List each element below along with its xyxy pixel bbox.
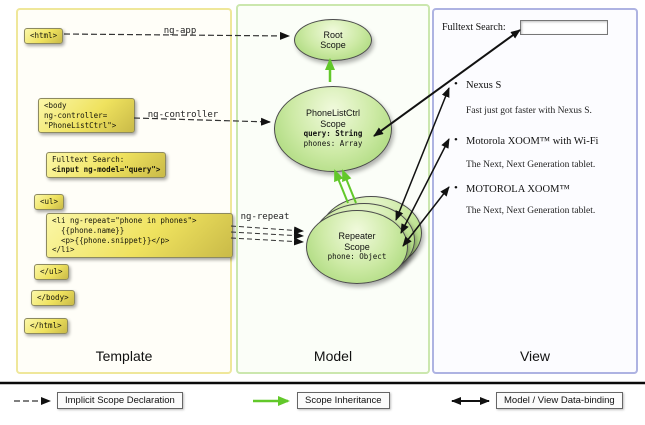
code-body-close: </body> — [31, 290, 75, 306]
view-item-title: Motorola XOOM™ with Wi-Fi — [466, 136, 599, 147]
ng-app-label: ng-app — [163, 26, 197, 36]
view-item-desc: The Next, Next Generation tablet. — [466, 160, 596, 170]
root-scope-title: Root Scope — [320, 29, 346, 50]
ng-controller-label: ng-controller — [147, 110, 219, 120]
view-panel: Fulltext Search: • Nexus S Fast just got… — [432, 8, 638, 374]
code-ul-close: </ul> — [34, 264, 69, 280]
code-fulltext-label: Fulltext Search: — [52, 155, 125, 164]
code-body-open: <body ng-controller= "PhoneListCtrl"> — [38, 98, 135, 134]
view-item-desc: Fast just got faster with Nexus S. — [466, 106, 592, 116]
view-item-title: MOTOROLA XOOM™ — [466, 184, 570, 195]
code-li-ng-repeat: <li ng-repeat="phone in phones"> {{phone… — [46, 213, 233, 258]
legend-implicit-scope-label: Implicit Scope Declaration — [57, 392, 183, 409]
repeater-phone-prop: phone: Object — [327, 252, 387, 262]
view-search-label: Fulltext Search: — [442, 22, 506, 33]
ng-repeat-label: ng-repeat — [240, 212, 290, 222]
code-html-open: <html> — [24, 28, 64, 44]
code-fulltext-input: Fulltext Search: <input ng-model="query"… — [46, 152, 167, 178]
legend-data-binding-label: Model / View Data-binding — [496, 392, 623, 409]
repeater-scope-ellipse-front: Repeater Scope phone: Object — [306, 210, 408, 284]
code-html-close: </html> — [24, 318, 68, 334]
phonelistctrl-scope-ellipse: PhoneListCtrl Scope query: String phones… — [274, 86, 392, 172]
repeater-scope-title: Repeater Scope — [338, 231, 376, 252]
view-panel-label: View — [519, 348, 551, 364]
model-panel-label: Model — [313, 348, 353, 364]
template-panel: <html> <body ng-controller= "PhoneListCt… — [16, 8, 233, 374]
code-ng-model-input: <input ng-model="query"> — [52, 164, 161, 174]
view-item-title: Nexus S — [466, 80, 502, 91]
view-search-input[interactable] — [520, 20, 608, 35]
template-panel-label: Template — [95, 348, 153, 364]
bullet-icon: • — [454, 134, 458, 146]
phonelistctrl-phones-prop: phones: Array — [303, 139, 363, 149]
bullet-icon: • — [454, 78, 458, 90]
code-ul-open: <ul> — [34, 194, 65, 210]
root-scope-ellipse: Root Scope — [294, 19, 372, 61]
view-item-desc: The Next, Next Generation tablet. — [466, 206, 596, 216]
phonelistctrl-query-prop: query: String — [303, 128, 363, 138]
model-panel: Root Scope PhoneListCtrl Scope query: St… — [236, 4, 430, 374]
phonelistctrl-scope-title: PhoneListCtrl Scope — [305, 108, 361, 129]
bullet-icon: • — [454, 182, 458, 194]
legend-scope-inheritance-label: Scope Inheritance — [297, 392, 390, 409]
